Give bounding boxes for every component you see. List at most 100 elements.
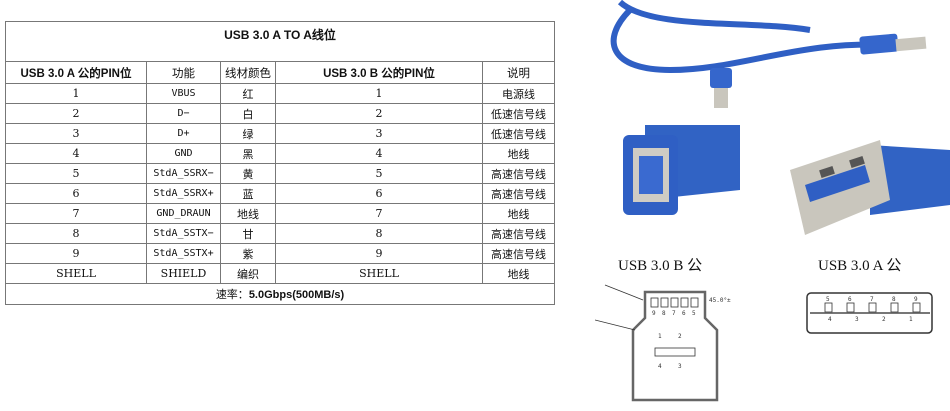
pinout-table: USB 3.0 A TO A线位 USB 3.0 A 公的PIN位 功能 线材颜… [5,21,555,305]
cell-function: GND [146,143,221,164]
pin-label: 9 [652,310,656,317]
pin-label: 1 [658,333,662,340]
pin-label: 6 [682,310,686,317]
pin-label: 3 [855,316,859,323]
pin-label: 8 [892,296,896,303]
cell-wire-color: 编织 [220,263,276,284]
pin-label: 2 [678,333,682,340]
cell-description: 高速信号线 [482,183,555,204]
pin-label: 6 [848,296,852,303]
pin-label: 9 [914,296,918,303]
pin-label: 5 [692,310,696,317]
table-footer: 速率：5.0Gbps(500MB/s) [5,283,555,305]
usb-a-plug-photo [790,140,950,235]
cell-wire-color: 绿 [220,123,276,144]
cell-description: 低速信号线 [482,103,555,124]
cell-b-pin: 6 [275,183,483,204]
cell-wire-color: 甘 [220,223,276,244]
cell-b-pin: 4 [275,143,483,164]
cell-b-pin: 7 [275,203,483,224]
cell-description: 电源线 [482,83,555,104]
pin-contact [890,302,899,313]
table-title: USB 3.0 A TO A线位 [5,21,555,62]
cell-a-pin: 1 [5,83,147,104]
cell-description: 高速信号线 [482,163,555,184]
pin-label: 5 [826,296,830,303]
pin-label: 1 [909,316,913,323]
cell-a-pin: SHELL [5,263,147,284]
cell-description: 地线 [482,203,555,224]
cell-function: GND_DRAUN [146,203,221,224]
cell-b-pin: 5 [275,163,483,184]
pin-contact [846,302,855,313]
cell-wire-color: 地线 [220,203,276,224]
cell-function: VBUS [146,83,221,104]
pin-label: 3 [678,363,682,370]
pin-label: 4 [658,363,662,370]
usb-cable-photo [610,0,927,108]
angle-note: 45.0°± [709,297,731,304]
cell-wire-color: 黑 [220,143,276,164]
cell-wire-color: 白 [220,103,276,124]
pin-contact [670,297,679,308]
cell-a-pin: 9 [5,243,147,264]
cell-a-pin: 7 [5,203,147,224]
col-a-pin: USB 3.0 A 公的PIN位 [5,61,147,84]
cell-b-pin: 1 [275,83,483,104]
cell-description: 地线 [482,263,555,284]
cell-b-pin: 9 [275,243,483,264]
pin-contact [690,297,699,308]
cell-wire-color: 紫 [220,243,276,264]
cell-wire-color: 蓝 [220,183,276,204]
speed-value: 5.0Gbps(500MB/s) [248,289,345,301]
cell-description: 地线 [482,143,555,164]
cell-function: StdA_SSTX− [146,223,221,244]
pin-contact [650,297,659,308]
pin-contact [824,302,833,313]
cell-description: 高速信号线 [482,223,555,244]
col-function: 功能 [146,61,221,84]
col-description: 说明 [482,61,555,84]
col-wire-color: 线材颜色 [220,61,276,84]
col-b-pin: USB 3.0 B 公的PIN位 [275,61,483,84]
usb-a-label: USB 3.0 A 公 [818,258,902,274]
pin-label: 4 [828,316,832,323]
cell-b-pin: SHELL [275,263,483,284]
cell-function: D+ [146,123,221,144]
pin-contact [868,302,877,313]
cell-function: SHIELD [146,263,221,284]
usb-b-plug-photo [623,125,740,215]
cell-wire-color: 黄 [220,163,276,184]
pin-label: 7 [672,310,676,317]
cell-description: 低速信号线 [482,123,555,144]
usb-b-label: USB 3.0 B 公 [618,258,703,274]
cell-function: D− [146,103,221,124]
cell-b-pin: 2 [275,103,483,124]
cell-a-pin: 2 [5,103,147,124]
pin-label: 8 [662,310,666,317]
pin-label: 7 [870,296,874,303]
cell-a-pin: 4 [5,143,147,164]
cell-b-pin: 3 [275,123,483,144]
cell-a-pin: 5 [5,163,147,184]
cell-b-pin: 8 [275,223,483,244]
cell-a-pin: 8 [5,223,147,244]
cell-function: StdA_SSRX− [146,163,221,184]
pin-contact [912,302,921,313]
pin-contact [660,297,669,308]
cell-a-pin: 6 [5,183,147,204]
table-header: USB 3.0 A 公的PIN位 功能 线材颜色 USB 3.0 B 公的PIN… [5,61,555,84]
cell-a-pin: 3 [5,123,147,144]
speed-label: 速率： [215,288,249,301]
